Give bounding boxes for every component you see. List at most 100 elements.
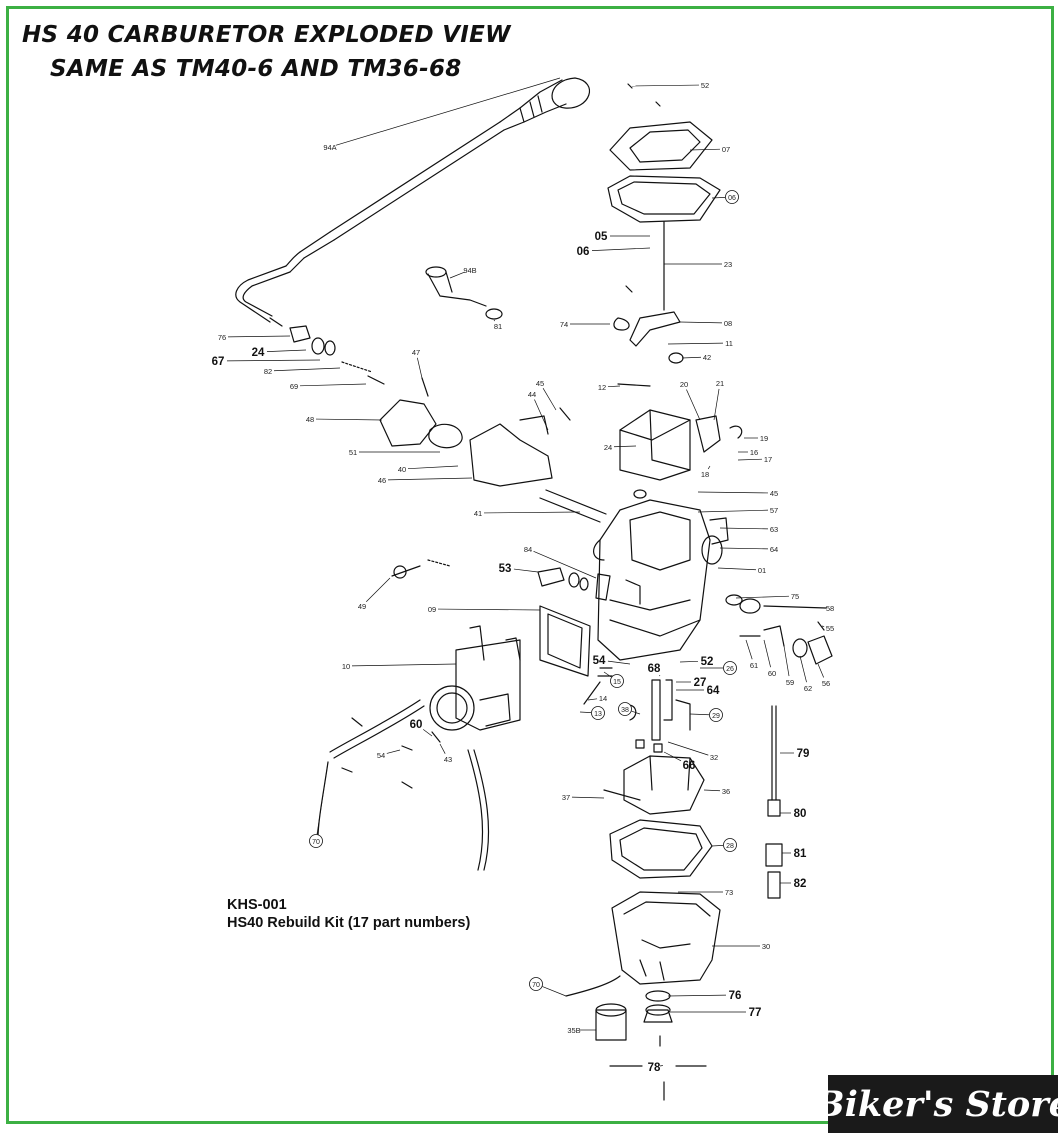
callout-label-27: 27	[694, 677, 707, 689]
callout-label-55: 55	[826, 624, 834, 633]
callout-label-35B: 35B	[567, 1026, 580, 1035]
throttle-slide-drawing	[617, 383, 743, 481]
callout-label-76: 76	[218, 333, 226, 342]
leader-line	[821, 625, 825, 627]
callout-label-23: 23	[724, 260, 732, 269]
callout-label-57: 57	[770, 506, 778, 515]
leader-line	[603, 671, 612, 678]
leader-line	[783, 645, 790, 677]
leader-line	[407, 465, 459, 470]
callout-circle	[610, 674, 624, 688]
leader-line	[579, 711, 592, 713]
callout-label-51: 51	[349, 448, 357, 457]
callout-label-20: 20	[680, 380, 688, 389]
callout-label-62: 62	[804, 684, 812, 693]
leader-line	[387, 477, 473, 481]
callout-label-75: 75	[791, 592, 799, 601]
leader-line	[365, 577, 391, 603]
callout-label-52: 52	[701, 81, 709, 90]
leader-line	[299, 383, 367, 387]
callout-label-70: 70	[532, 982, 540, 989]
callout-label-58: 58	[826, 604, 834, 613]
title-line-2: SAME AS TM40-6 AND TM36-68	[50, 56, 462, 82]
callout-label-06: 06	[728, 195, 736, 202]
callout-label-56: 56	[822, 679, 830, 688]
leader-line	[735, 595, 790, 599]
title-line-1: HS 40 CARBURETOR EXPLODED VIEW	[22, 22, 511, 48]
callout-label-38: 38	[621, 707, 629, 714]
callout-label-70: 70	[312, 839, 320, 846]
idle-screw-drawing	[391, 559, 611, 601]
callout-label-60: 60	[410, 719, 423, 731]
callout-label-43: 43	[444, 755, 452, 764]
callout-label-06: 06	[577, 246, 590, 258]
callout-label-21: 21	[716, 379, 724, 388]
callout-label-74: 74	[560, 320, 568, 329]
leader-line	[227, 335, 291, 338]
callout-label-47: 47	[412, 348, 420, 357]
leader-line	[386, 749, 401, 754]
leader-line	[667, 741, 709, 756]
callout-label-17: 17	[764, 455, 772, 464]
leader-line	[719, 547, 769, 550]
leader-line	[335, 77, 561, 146]
leader-line	[679, 660, 699, 663]
leader-line	[737, 458, 763, 461]
callout-label-28: 28	[726, 843, 734, 850]
leader-line	[689, 713, 710, 716]
callout-circle	[529, 977, 543, 991]
callout-label-36: 36	[722, 787, 730, 796]
leader-line	[719, 527, 769, 530]
callout-label-14: 14	[599, 694, 607, 703]
hoses-and-screws-drawing	[317, 699, 490, 871]
callout-label-19: 19	[760, 434, 768, 443]
leader-line	[266, 349, 307, 352]
leader-line	[667, 994, 727, 997]
kit-code: KHS-001	[227, 897, 287, 913]
callout-label-09: 09	[428, 605, 436, 614]
callout-label-49: 49	[358, 602, 366, 611]
leader-line	[483, 511, 581, 514]
callout-label-52: 52	[701, 656, 714, 668]
callout-label-73: 73	[725, 888, 733, 897]
leader-line	[711, 845, 724, 847]
leader-line	[534, 399, 549, 431]
callout-label-10: 10	[342, 662, 350, 671]
linkage-drawing	[289, 325, 607, 523]
callout-label-63: 63	[770, 525, 778, 534]
callout-label-54: 54	[593, 655, 606, 667]
callout-label-07: 07	[722, 145, 730, 154]
leader-line	[763, 639, 771, 668]
callout-label-61: 61	[750, 661, 758, 670]
callout-label-24: 24	[252, 347, 265, 359]
float-drawing	[603, 755, 713, 879]
callout-label-82: 82	[264, 367, 272, 376]
intake-adaptor-drawing	[429, 605, 591, 731]
leader-line	[607, 660, 631, 665]
leader-line	[542, 387, 557, 411]
callout-label-46: 46	[378, 476, 386, 485]
callout-circle	[591, 706, 605, 720]
callout-label-32: 32	[710, 753, 718, 762]
callout-label-66: 66	[683, 760, 696, 772]
leader-line	[659, 674, 661, 677]
leader-line	[493, 319, 495, 322]
leader-line	[686, 389, 701, 421]
leader-line	[571, 796, 605, 799]
callout-label-64: 64	[770, 545, 778, 554]
callout-label-18: 18	[701, 470, 709, 479]
leader-line	[689, 148, 721, 151]
callout-circle	[618, 702, 632, 716]
leader-line	[542, 986, 567, 997]
leader-line	[681, 356, 702, 359]
callout-label-84: 84	[524, 545, 532, 554]
air-screw-parts-drawing	[725, 594, 833, 665]
callout-label-78: 78	[648, 1062, 661, 1074]
leader-line	[679, 321, 723, 324]
leader-line	[351, 663, 457, 667]
leader-line	[631, 710, 641, 715]
callout-label-53: 53	[499, 563, 512, 575]
leader-line	[707, 465, 711, 470]
leader-line	[799, 655, 807, 683]
